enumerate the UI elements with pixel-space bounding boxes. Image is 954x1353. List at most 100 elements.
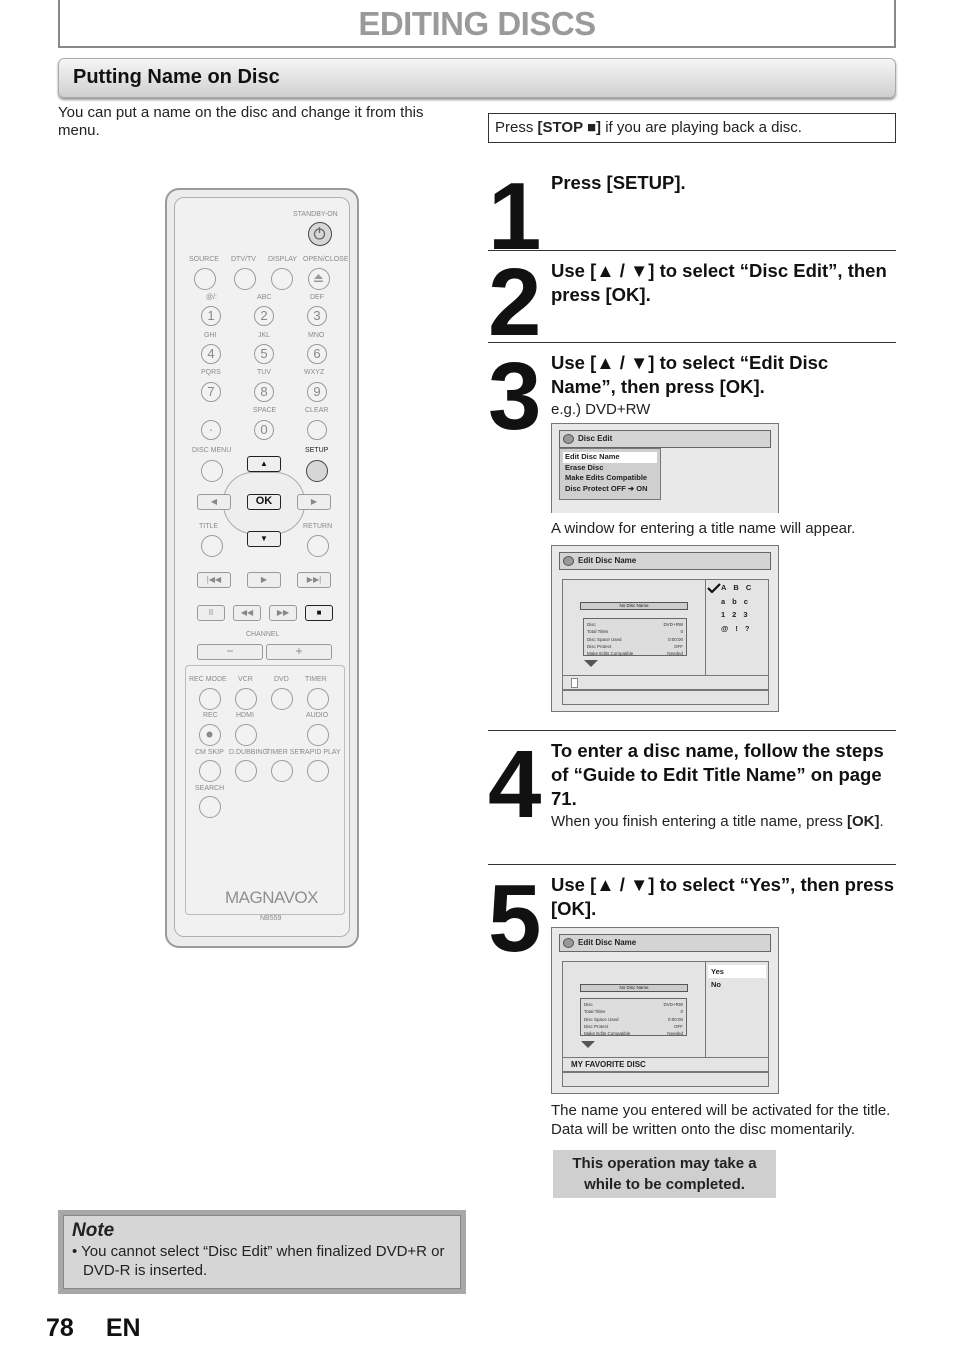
char-key[interactable]: ?	[744, 623, 750, 633]
return-button[interactable]	[307, 535, 329, 557]
channel-up-button[interactable]: +	[266, 644, 332, 660]
char-key[interactable]: 3	[743, 610, 748, 619]
timer-button[interactable]	[307, 688, 329, 710]
source-label: SOURCE	[189, 256, 219, 263]
audio-button[interactable]	[307, 724, 329, 746]
number-8-button[interactable]: 8	[254, 382, 274, 402]
setup-button[interactable]	[306, 460, 328, 482]
char-key[interactable]: 2	[732, 610, 737, 619]
step-number: 1	[488, 163, 541, 270]
clear-button[interactable]	[307, 420, 327, 440]
vcr-button[interactable]	[235, 688, 257, 710]
number-4-button[interactable]: 4	[201, 344, 221, 364]
char-key[interactable]: b	[732, 596, 737, 606]
standby-button[interactable]	[308, 222, 332, 246]
dvd-button[interactable]	[271, 688, 293, 710]
disc-menu-label: DISC MENU	[192, 447, 232, 454]
rewind-button[interactable]: ◀◀	[233, 605, 261, 621]
dot-button[interactable]: ·	[201, 420, 221, 440]
char-key[interactable]: A	[721, 583, 727, 592]
info-value: 0:00:00	[667, 636, 683, 642]
ok-key-text: [OK]	[847, 813, 880, 830]
source-button[interactable]	[194, 268, 216, 290]
note-inner: Note • You cannot select “Disc Edit” whe…	[63, 1215, 461, 1289]
menu-item-erase-disc[interactable]: Erase Disc	[565, 462, 604, 472]
timer-label: TIMER	[305, 676, 327, 683]
record-icon	[206, 731, 213, 738]
note-box: Note • You cannot select “Disc Edit” whe…	[58, 1210, 466, 1294]
info-value: OFF	[674, 643, 683, 649]
menu-item-edit-disc-name[interactable]: Edit Disc Name	[563, 452, 657, 463]
char-key[interactable]: 1	[721, 610, 726, 619]
def-label: DEF	[310, 294, 324, 301]
info-key: Make Edits Compatible	[584, 1031, 631, 1037]
step-number: 5	[488, 865, 541, 972]
number-3-button[interactable]: 3	[307, 306, 327, 326]
number-7-button[interactable]: 7	[201, 382, 221, 402]
stop-note-suffix: if you are playing back a disc.	[601, 119, 802, 136]
number-2-button[interactable]: 2	[254, 306, 274, 326]
pause-button[interactable]: II	[197, 605, 225, 621]
remote-control: STANDBY-ON SOURCE DTV/TV DISPLAY OPEN/CL…	[165, 188, 359, 948]
stop-button[interactable]: ■	[305, 605, 333, 621]
number-9-button[interactable]: 9	[307, 382, 327, 402]
left-button[interactable]: ◀	[197, 494, 231, 510]
menu-item-make-edits-compatible[interactable]: Make Edits Compatible	[565, 473, 648, 482]
name-input-bar[interactable]	[562, 675, 769, 690]
entered-name-bar: MY FAVORITE DISC	[562, 1057, 769, 1072]
char-key[interactable]: @	[721, 623, 729, 633]
char-key[interactable]: !	[735, 623, 738, 633]
channel-label: CHANNEL	[246, 631, 280, 638]
rapid-play-button[interactable]	[307, 760, 329, 782]
dubbing-button[interactable]	[235, 760, 257, 782]
open-close-button[interactable]	[308, 268, 330, 290]
cm-skip-button[interactable]	[199, 760, 221, 782]
rec-mode-button[interactable]	[199, 688, 221, 710]
search-button[interactable]	[199, 796, 221, 818]
right-button[interactable]: ▶	[297, 494, 331, 510]
char-key[interactable]: B	[733, 583, 739, 592]
step-text-suffix: .	[879, 813, 884, 830]
ok-button[interactable]: OK	[247, 494, 281, 510]
skip-forward-button[interactable]: ▶▶|	[297, 572, 331, 588]
info-key: Total Titles	[584, 1009, 606, 1015]
char-key[interactable]: C	[745, 583, 752, 592]
number-0-button[interactable]: 0	[254, 420, 274, 440]
hdmi-button[interactable]	[235, 724, 257, 746]
number-1-button[interactable]: 1	[201, 306, 221, 326]
timer-set-button[interactable]	[271, 760, 293, 782]
no-option[interactable]: No	[711, 980, 721, 989]
title-button[interactable]	[201, 535, 223, 557]
osd-title: Disc Edit	[578, 434, 613, 443]
channel-down-button[interactable]: −	[197, 644, 263, 660]
yes-option[interactable]: Yes	[708, 965, 766, 978]
status-bar	[562, 690, 769, 705]
play-button[interactable]: ▶	[247, 572, 281, 588]
char-key[interactable]: a	[721, 596, 726, 606]
step-text: When you finish entering a title name, p…	[551, 812, 896, 831]
panel-divider	[705, 962, 706, 1057]
menu-item-disc-protect[interactable]: Disc Protect OFF ➜ ON	[565, 483, 648, 493]
disc-menu-button[interactable]	[201, 460, 223, 482]
char-key[interactable]: c	[743, 596, 748, 606]
rec-button[interactable]	[199, 724, 221, 746]
abc-label: ABC	[257, 294, 272, 301]
number-5-button[interactable]: 5	[254, 344, 274, 364]
disc-icon	[563, 556, 574, 566]
fast-forward-button[interactable]: ▶▶	[269, 605, 297, 621]
step-4: 4 To enter a disc name, follow the steps…	[488, 730, 896, 864]
info-value: DVD+RW	[663, 1002, 683, 1007]
down-button[interactable]: ▼	[247, 531, 281, 547]
display-button[interactable]	[271, 268, 293, 290]
number-6-button[interactable]: 6	[307, 344, 327, 364]
info-key: Disc Space Used	[584, 1016, 619, 1022]
up-button[interactable]: ▲	[247, 456, 281, 472]
dtv-tv-button[interactable]	[234, 268, 256, 290]
info-value: 0	[680, 629, 683, 635]
skip-back-button[interactable]: |◀◀	[197, 572, 231, 588]
